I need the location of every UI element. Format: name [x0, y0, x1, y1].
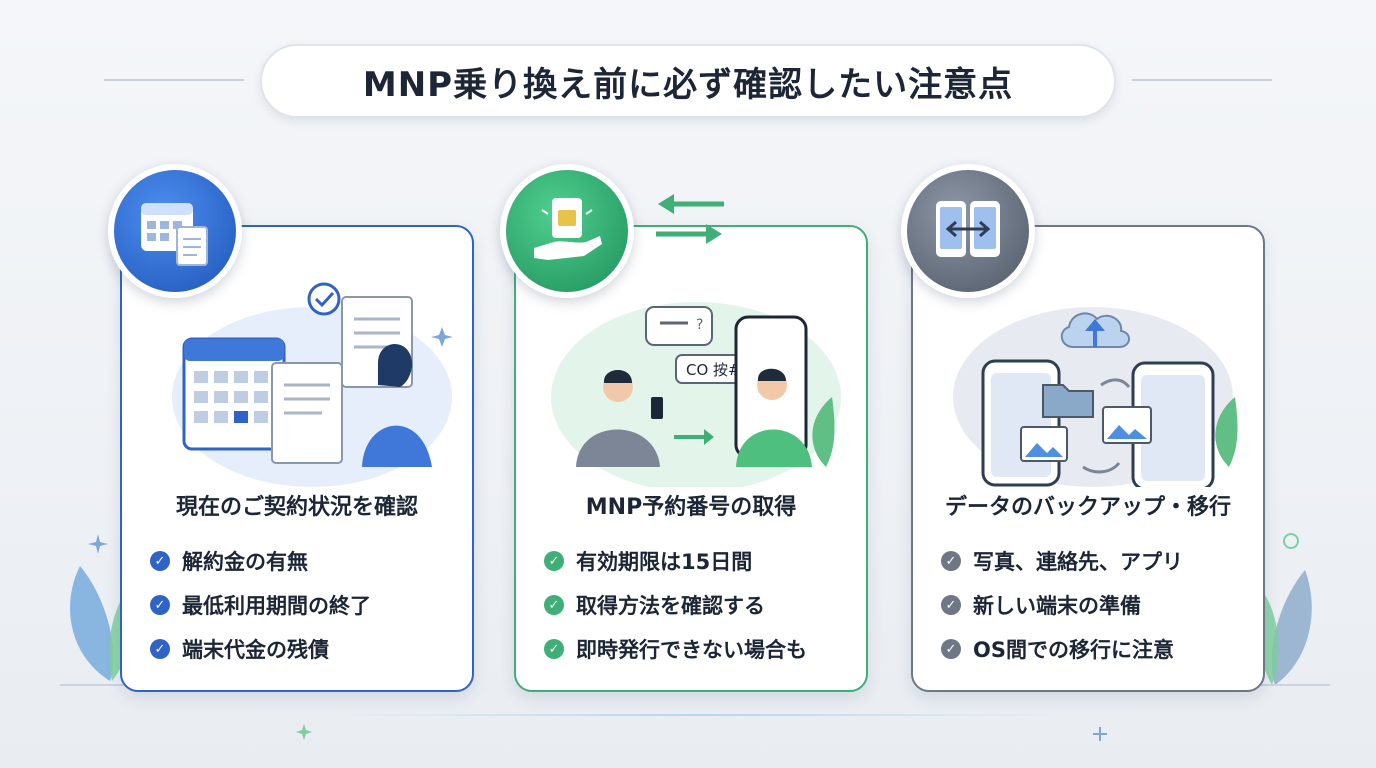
- plus-decoration: [1093, 727, 1107, 741]
- bottom-rule-right: [1220, 684, 1330, 686]
- check-icon: ✓: [150, 595, 170, 615]
- bottom-glow-rule: [330, 714, 1070, 716]
- backup-illustration: [953, 307, 1238, 487]
- list-item: ✓写真、連絡先、アプリ: [941, 539, 1183, 583]
- title-right-rule: [1132, 79, 1272, 81]
- list-item: ✓新しい端末の準備: [941, 583, 1183, 627]
- circle-decoration: [1283, 533, 1299, 549]
- list-item: ✓端末代金の残債: [150, 627, 371, 671]
- card-title: データのバックアップ・移行: [944, 495, 1231, 520]
- sim-card-hand-icon: [500, 164, 634, 298]
- calendar-document-icon: [108, 164, 242, 298]
- card-title: 現在のご契約状況を確認: [175, 495, 418, 520]
- check-icon: ✓: [544, 551, 564, 571]
- title-left-rule: [104, 79, 244, 81]
- card-title: MNP予約番号の取得: [585, 495, 797, 520]
- bottom-rule-left: [60, 684, 150, 686]
- contract-illustration: [172, 282, 452, 487]
- list-item: ✓OS間での移行に注意: [941, 627, 1183, 671]
- phone-transfer-icon: [901, 164, 1035, 298]
- page-title: MNP乗り換え前に必ず確認したい注意点: [260, 44, 1116, 118]
- check-icon: ✓: [941, 595, 961, 615]
- check-icon: ✓: [941, 551, 961, 571]
- svg-text:?: ?: [696, 317, 703, 333]
- sparkle-icon-bottom: [296, 724, 312, 740]
- check-icon: ✓: [941, 639, 961, 659]
- list-item: ✓有効期限は15日間: [544, 539, 807, 583]
- check-icon: ✓: [544, 595, 564, 615]
- card-mnp-number: ? CO 按# MNP予約番号の取得 ✓有効期限は15日間 ✓取得方法を確認する…: [514, 225, 868, 692]
- list-item: ✓解約金の有無: [150, 539, 371, 583]
- card-contract-status: 現在のご契約状況を確認 ✓解約金の有無 ✓最低利用期間の終了 ✓端末代金の残債: [120, 225, 474, 692]
- check-icon: ✓: [150, 551, 170, 571]
- list-item: ✓即時発行できない場合も: [544, 627, 807, 671]
- check-icon: ✓: [150, 639, 170, 659]
- check-icon: ✓: [544, 639, 564, 659]
- sparkle-icon: [88, 534, 108, 554]
- list-item: ✓最低利用期間の終了: [150, 583, 371, 627]
- list-item: ✓取得方法を確認する: [544, 583, 807, 627]
- mnp-illustration: ? CO 按#: [551, 302, 841, 487]
- card-data-backup: データのバックアップ・移行 ✓写真、連絡先、アプリ ✓新しい端末の準備 ✓OS間…: [911, 225, 1265, 692]
- mnp-bubble-text: CO 按#: [686, 361, 741, 379]
- swap-arrows-icon: [656, 194, 724, 244]
